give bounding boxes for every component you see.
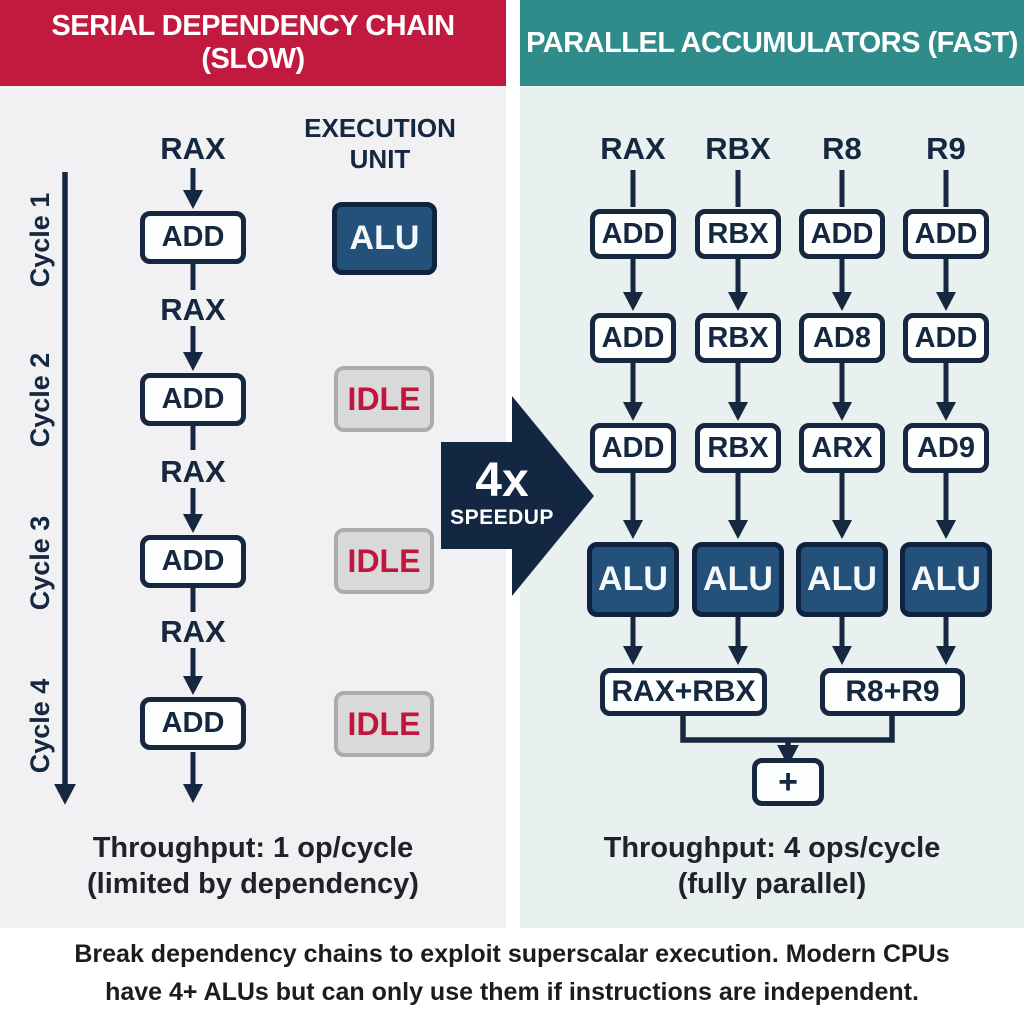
- op-box: RBX: [695, 423, 781, 473]
- op-box: ADD: [903, 209, 989, 259]
- alu-box: ALU: [796, 542, 888, 617]
- execution-unit-line2: UNIT: [349, 144, 411, 174]
- speedup-value: 4x: [475, 454, 529, 507]
- cycle-1-label: Cycle 1: [25, 192, 55, 288]
- register-label: RAX: [160, 614, 226, 649]
- serial-panel-header: SERIAL DEPENDENCY CHAIN (SLOW): [0, 0, 506, 86]
- op-box: ADD: [140, 697, 246, 750]
- alu-box: ALU: [692, 542, 784, 617]
- op-box: ADD: [140, 211, 246, 264]
- op-box: AD8: [799, 313, 885, 363]
- register-label: R9: [926, 131, 966, 166]
- parallel-throughput-line1: Throughput: 4 ops/cycle: [603, 832, 941, 864]
- cycle-2-label: Cycle 2: [25, 352, 55, 448]
- execution-unit-heading: EXECUTION UNIT: [295, 113, 465, 175]
- register-label: RAX: [160, 131, 226, 166]
- op-box: ADD: [799, 209, 885, 259]
- op-box: ADD: [140, 535, 246, 588]
- op-box: ADD: [590, 313, 676, 363]
- idle-box: IDLE: [334, 528, 434, 594]
- op-box: RBX: [695, 209, 781, 259]
- serial-throughput-line1: Throughput: 1 op/cycle: [92, 832, 414, 864]
- op-box: ADD: [590, 209, 676, 259]
- parallel-throughput-line2: (fully parallel): [677, 868, 867, 900]
- op-box: ARX: [799, 423, 885, 473]
- op-box: ADD: [903, 313, 989, 363]
- alu-box: ALU: [900, 542, 992, 617]
- parallel-panel-header: PARALLEL ACCUMULATORS (FAST): [520, 0, 1024, 86]
- idle-box: IDLE: [334, 691, 434, 757]
- idle-box: IDLE: [334, 366, 434, 432]
- alu-box: ALU: [587, 542, 679, 617]
- caption-line2: have 4+ ALUs but can only use them if in…: [105, 978, 919, 1006]
- execution-unit-line1: EXECUTION: [304, 113, 456, 143]
- op-box: ADD: [590, 423, 676, 473]
- cycle-3-label: Cycle 3: [25, 515, 55, 611]
- alu-box: ALU: [332, 202, 437, 275]
- op-box: RBX: [695, 313, 781, 363]
- register-label: RAX: [160, 292, 226, 327]
- combine-box: R8+R9: [820, 668, 965, 716]
- register-label: RBX: [705, 131, 771, 166]
- combine-box: RAX+RBX: [600, 668, 767, 716]
- cycle-4-label: Cycle 4: [25, 678, 55, 774]
- op-box: AD9: [903, 423, 989, 473]
- op-box: ADD: [140, 373, 246, 426]
- register-label: RAX: [160, 454, 226, 489]
- speedup-label: SPEEDUP: [450, 506, 554, 529]
- caption-line1: Break dependency chains to exploit super…: [74, 940, 950, 968]
- serial-throughput-line2: (limited by dependency): [87, 868, 419, 900]
- register-label: R8: [822, 131, 862, 166]
- register-label: RAX: [600, 131, 666, 166]
- serial-panel-background: [0, 0, 506, 928]
- final-sum-box: +: [752, 758, 824, 806]
